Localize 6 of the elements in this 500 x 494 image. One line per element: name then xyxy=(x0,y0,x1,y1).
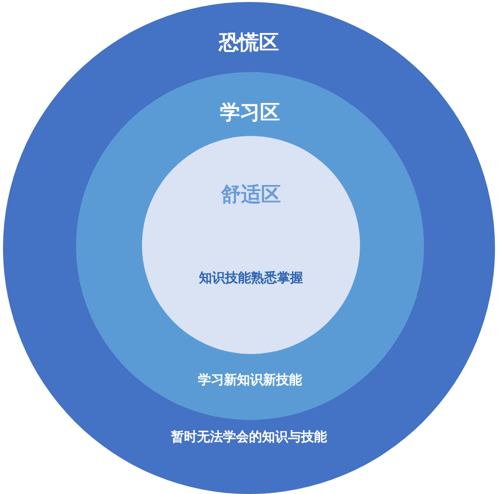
zone-title: 恐慌区 xyxy=(218,30,280,54)
zone-title: 舒适区 xyxy=(220,182,282,206)
zone-description: 学习新知识新技能 xyxy=(197,373,303,389)
zone-description: 暂时无法学会的知识与技能 xyxy=(170,430,328,446)
zone-title: 学习区 xyxy=(219,100,281,124)
zone-description: 知识技能熟悉掌握 xyxy=(198,271,304,287)
